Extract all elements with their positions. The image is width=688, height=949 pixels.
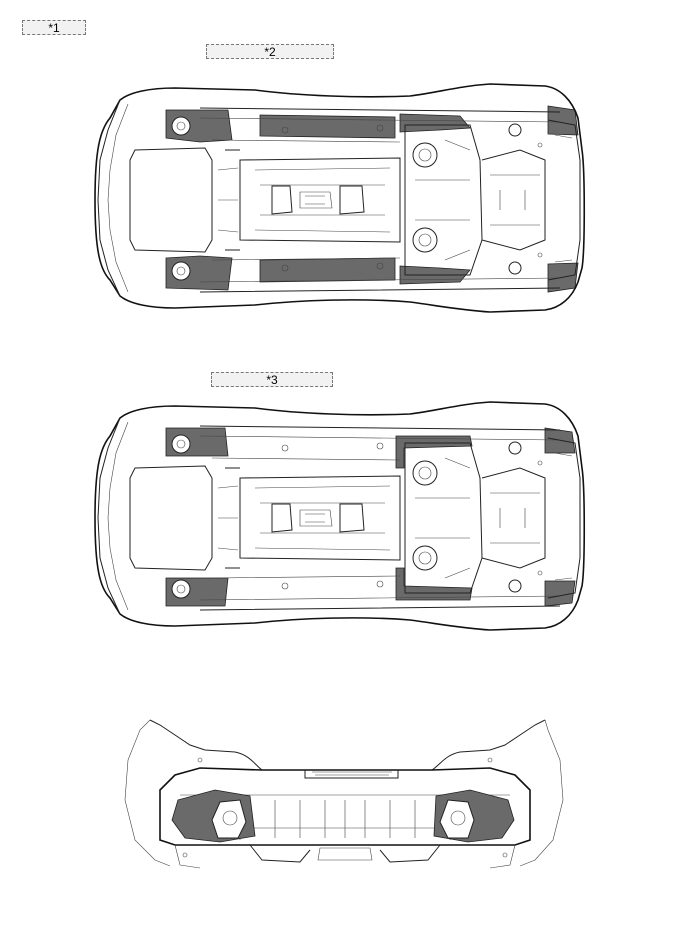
highlight-rear-frame-right <box>395 567 473 601</box>
underbody-view-2 <box>94 83 586 313</box>
highlight-right-side-rail <box>259 257 396 283</box>
highlight-left-side-rail <box>259 114 396 139</box>
rear-section-view <box>124 719 564 869</box>
highlight-rear-frame-left <box>395 435 473 469</box>
highlight-rear-left-corner <box>547 105 579 136</box>
underbody-view-3 <box>94 401 586 631</box>
highlight-rear-corner-right <box>544 580 576 607</box>
callout-label-2: *2 <box>206 44 334 59</box>
callout-label-1: *1 <box>22 20 86 35</box>
callout-label-3: *3 <box>211 372 333 387</box>
highlight-rear-left-member <box>399 113 471 133</box>
